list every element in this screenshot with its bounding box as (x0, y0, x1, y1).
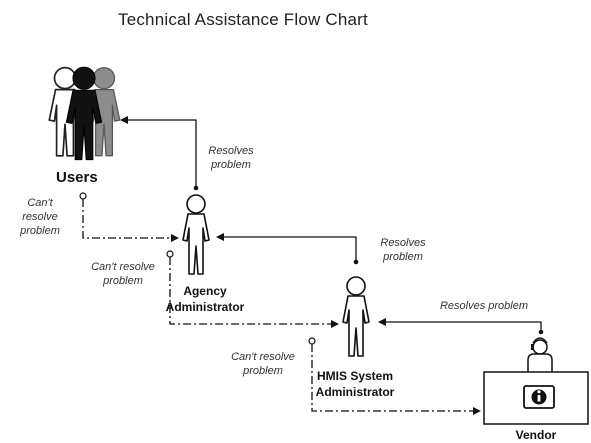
agency-cant-resolve-label-line1: Can't resolve (91, 261, 155, 273)
edge-vendor-resolves-hmis (378, 318, 544, 335)
edge-hmis-cant-resolve-vendor (308, 337, 481, 415)
diagram-title: Technical Assistance Flow Chart (118, 10, 368, 29)
vendor-resolves-label: Resolves problem (439, 300, 529, 312)
edge-agency-cant-resolve-hmis (166, 250, 339, 328)
agency-resolves-label: Resolves problem (196, 144, 266, 172)
agency-resolves-label-line2: problem (211, 159, 251, 171)
agency-administrator-label-line2: Administrator (165, 300, 245, 314)
users-cant-resolve-label: Can't resolve problem (10, 196, 70, 238)
hmis-administrator-person-icon (342, 276, 370, 357)
hmis-administrator-label-line1: HMIS System (316, 369, 394, 383)
hmis-cant-resolve-label-line2: problem (243, 365, 283, 377)
users-group-icon (48, 66, 121, 161)
users-label: Users (56, 169, 98, 186)
edge-users-cant-resolve-agency (79, 192, 179, 242)
hmis-resolves-label: Resolves problem (368, 236, 438, 264)
edge-agency-resolves-users (120, 116, 199, 191)
hmis-resolves-label-line2: problem (383, 251, 423, 263)
agency-resolves-label-line1: Resolves (208, 145, 254, 157)
vendor-label: Vendor (515, 428, 557, 442)
info-icon (531, 389, 547, 405)
users-cant-resolve-label-line3: problem (20, 225, 60, 237)
users-cant-resolve-label-line2: resolve (22, 211, 58, 223)
hmis-cant-resolve-label-line1: Can't resolve (231, 351, 295, 363)
agency-cant-resolve-label: Can't resolve problem (80, 260, 166, 288)
hmis-cant-resolve-label: Can't resolve problem (220, 350, 306, 378)
vendor-support-terminal-icon (483, 337, 589, 425)
hmis-resolves-label-line1: Resolves (380, 237, 426, 249)
hmis-administrator-label-line2: Administrator (315, 385, 395, 399)
agency-administrator-label: Agency Administrator (155, 283, 255, 315)
agency-administrator-person-icon (182, 194, 210, 275)
hmis-administrator-label: HMIS System Administrator (300, 368, 410, 400)
edge-hmis-resolves-agency (216, 233, 359, 265)
users-cant-resolve-label-line1: Can't (27, 197, 53, 209)
agency-administrator-label-line1: Agency (183, 284, 227, 298)
agency-cant-resolve-label-line2: problem (103, 275, 143, 287)
